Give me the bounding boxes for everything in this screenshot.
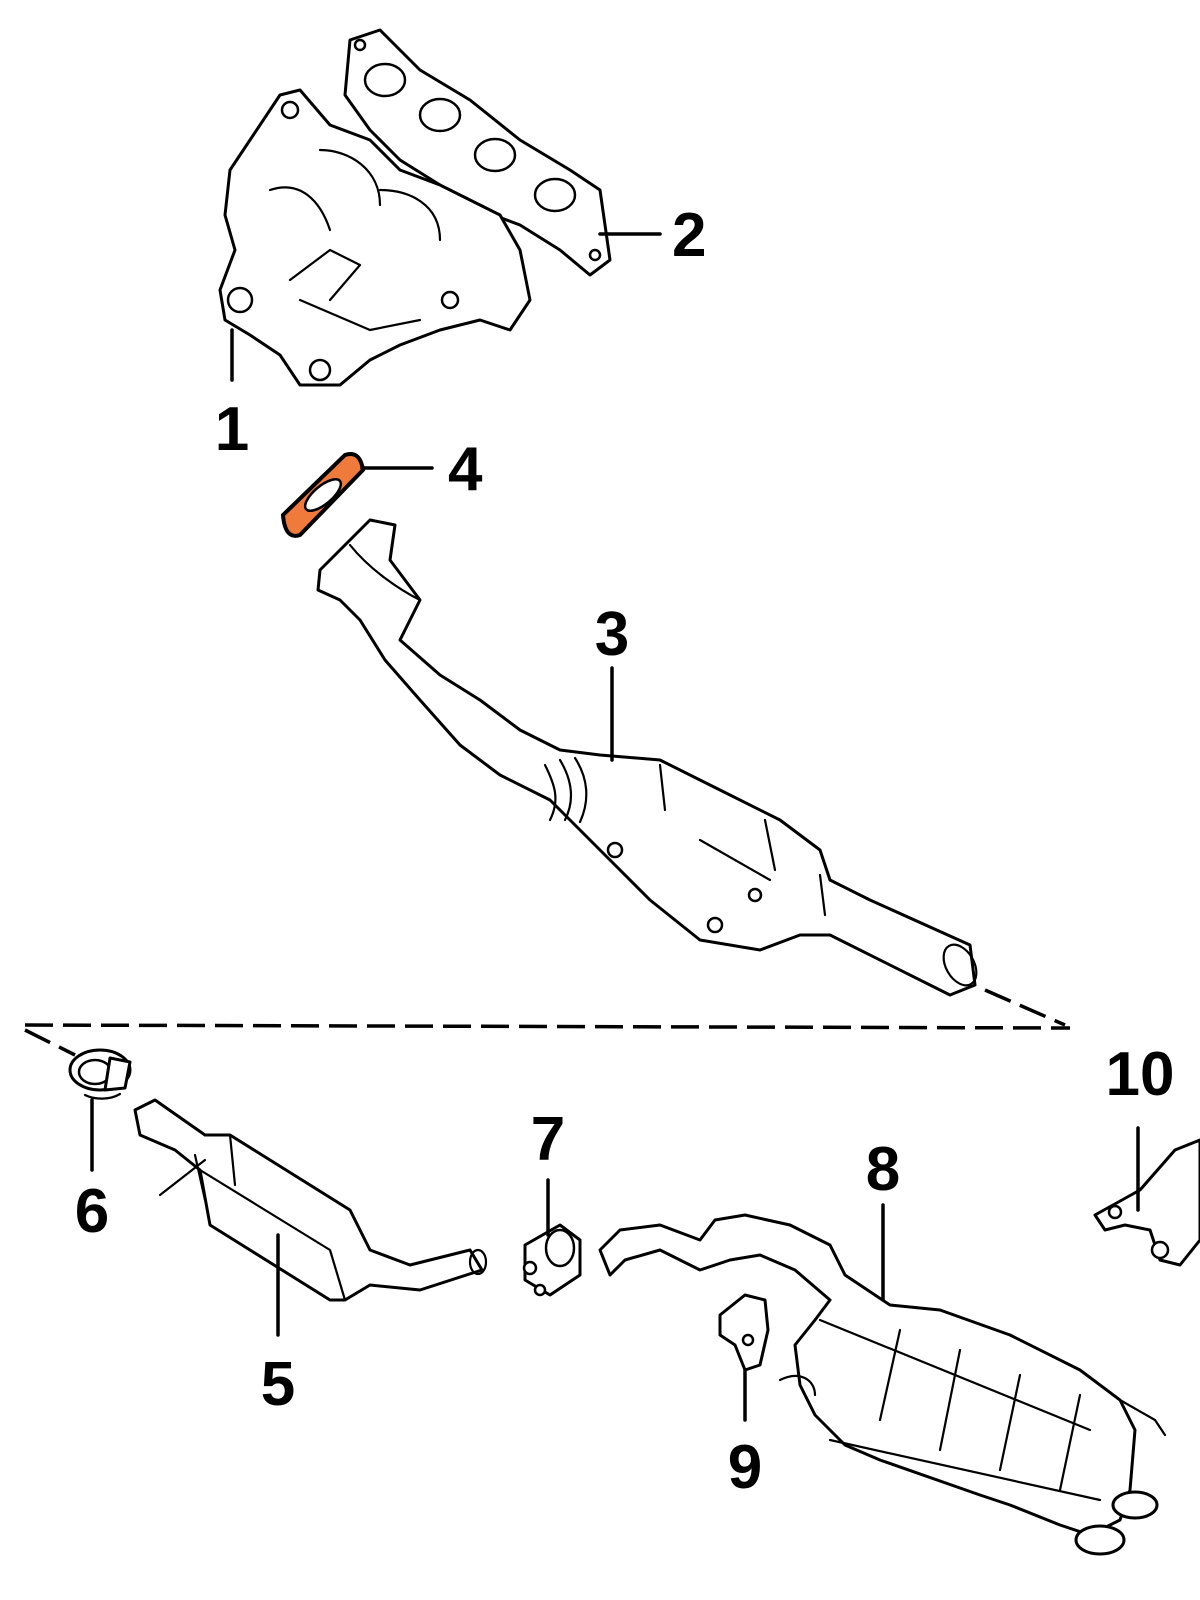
callout-2: 2 [672,201,706,270]
callout-10: 10 [1106,1040,1175,1109]
part-3-front-pipe-catalytic-converter[interactable] [316,518,983,997]
part-6-pipe-clamp[interactable] [68,1048,132,1100]
callout-5-label-six: 6 [75,1177,109,1246]
part-8-rear-muffler[interactable] [598,1213,1167,1556]
part-9-hanger-bracket[interactable] [718,1293,770,1372]
callout-7: 7 [531,1105,565,1174]
part-10-rear-hanger[interactable] [1093,1138,1200,1267]
callout-4: 4 [448,435,483,504]
callout-labels: 1 2 3 4 6 5 7 8 9 10 [75,201,1175,1502]
part-5-center-muffler[interactable] [133,1098,488,1302]
part-2-manifold-gasket[interactable] [343,28,612,277]
callout-9: 9 [728,1433,762,1502]
part-1-exhaust-manifold[interactable] [218,88,532,387]
callout-8: 8 [866,1135,900,1204]
callout-1: 1 [215,395,249,464]
callout-5: 5 [261,1350,295,1419]
callout-3: 3 [595,600,629,669]
leader-lines [90,232,1140,1422]
part-4-flange-gasket[interactable] [280,452,366,538]
part-7-connector-clamp[interactable] [522,1223,582,1297]
pipe-continuation-dashed-line [24,988,1071,1057]
